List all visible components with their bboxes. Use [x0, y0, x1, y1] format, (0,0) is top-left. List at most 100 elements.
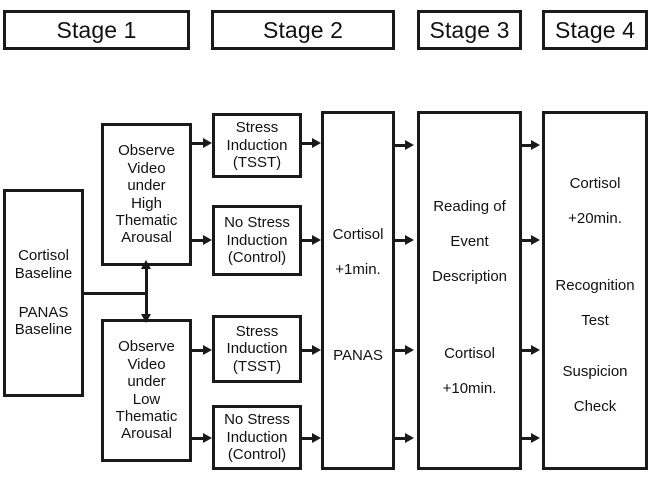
stage-header-2-label: Stage 2: [263, 16, 343, 43]
node-stage3-measures: Reading of Event Description Cortisol +1…: [417, 111, 522, 470]
arrow-stage2-to-stage3-row1-icon: [405, 140, 414, 150]
stage3-block1-line-1: Reading of: [433, 198, 506, 215]
stage2-block1-line-2: +1min.: [335, 260, 381, 278]
stage-header-2: Stage 2: [211, 10, 395, 50]
stage3-block1-line-2: Event: [450, 232, 489, 250]
observe-low-line-3: under: [127, 373, 166, 391]
observe-low-line-2: Video: [127, 355, 166, 373]
stage-header-1-label: Stage 1: [56, 16, 137, 43]
node-stage4-measures: Cortisol +20min. Recognition Test Suspic…: [542, 111, 648, 470]
stage4-block3-line-2: Check: [573, 397, 617, 415]
node-no-stress-induction-control-low: No Stress Induction (Control): [212, 405, 302, 470]
connector-stress-high-to-stage2: [302, 142, 315, 145]
stage-header-3: Stage 3: [417, 10, 522, 50]
connector-stage3-to-stage4-row1: [522, 144, 535, 147]
connector-observe-low-to-control: [192, 437, 206, 440]
stage2-measure-block-1: Cortisol +1min.: [324, 226, 392, 278]
stress-high-line-1: Stress: [235, 119, 279, 137]
stage4-block2-line-1: Recognition: [555, 277, 635, 294]
connector-control-high-to-stage2: [302, 239, 315, 242]
control-high-line-1: No Stress: [224, 214, 290, 232]
observe-high-line-2: Video: [127, 159, 166, 177]
observe-high-line-1: Observe: [118, 142, 175, 160]
connector-split-vertical: [145, 268, 148, 316]
stage4-block2-line-2: Test: [581, 311, 609, 329]
stage4-measure-block-1: Cortisol +20min.: [545, 175, 645, 227]
arrow-observe-low-to-stress-icon: [203, 345, 212, 355]
observe-high-line-6: Arousal: [121, 229, 172, 247]
stage-header-3-label: Stage 3: [429, 16, 510, 43]
stage3-block2-line-2: +10min.: [442, 379, 497, 397]
arrow-stage3-to-stage4-row2-icon: [531, 235, 540, 245]
connector-stage2-to-stage3-row2: [395, 239, 408, 242]
node-stress-induction-tsst-low: Stress Induction (TSST): [212, 315, 302, 383]
baseline-line-4: PANAS: [18, 304, 69, 321]
connector-stress-low-to-stage2: [302, 349, 315, 352]
control-low-line-3: (Control): [227, 446, 287, 464]
stage4-measure-block-3: Suspicion Check: [545, 363, 645, 415]
arrow-observe-high-to-stress-icon: [203, 138, 212, 148]
baseline-line-2: Baseline: [14, 264, 73, 282]
observe-high-line-3: under: [127, 177, 166, 195]
stage-header-4-label: Stage 4: [555, 16, 635, 43]
stage4-block3-line-1: Suspicion: [562, 363, 628, 380]
arrow-split-up-icon: [141, 260, 151, 269]
connector-observe-high-to-stress: [192, 142, 206, 145]
node-no-stress-induction-control-high: No Stress Induction (Control): [212, 205, 302, 276]
node-stress-induction-tsst-high: Stress Induction (TSST): [212, 113, 302, 178]
stage3-measure-block-1: Reading of Event Description: [420, 198, 519, 285]
stress-low-line-1: Stress: [235, 322, 279, 340]
observe-low-line-4: Low: [132, 390, 161, 408]
node-cortisol-panas-baseline: Cortisol Baseline PANAS Baseline: [3, 189, 84, 397]
node-observe-video-high-arousal: Observe Video under High Thematic Arousa…: [101, 123, 192, 266]
connector-observe-high-to-control: [192, 239, 206, 242]
arrow-stress-high-to-stage2-icon: [312, 138, 321, 148]
control-high-line-3: (Control): [227, 249, 287, 267]
stress-low-line-2: Induction: [226, 340, 288, 358]
node-stage2-measures: Cortisol +1min. PANAS: [321, 111, 395, 470]
connector-stage2-to-stage3-row1: [395, 144, 408, 147]
observe-high-line-4: High: [131, 194, 162, 212]
arrow-stage3-to-stage4-row3-icon: [531, 345, 540, 355]
arrow-control-high-to-stage2-icon: [312, 235, 321, 245]
observe-low-line-1: Observe: [118, 338, 175, 356]
arrow-stage2-to-stage3-row4-icon: [405, 433, 414, 443]
arrow-observe-high-to-control-icon: [203, 235, 212, 245]
arrow-split-down-icon: [141, 314, 151, 323]
connector-stage2-to-stage3-row3: [395, 349, 408, 352]
stage4-measure-block-2: Recognition Test: [545, 277, 645, 329]
arrow-observe-low-to-control-icon: [203, 433, 212, 443]
connector-stage2-to-stage3-row4: [395, 437, 408, 440]
connector-baseline-to-split: [84, 292, 148, 295]
stress-high-line-3: (TSST): [232, 154, 282, 172]
baseline-line-5: Baseline: [14, 321, 73, 339]
connector-control-low-to-stage2: [302, 437, 315, 440]
stage4-block1-line-1: Cortisol: [569, 175, 621, 192]
control-high-line-2: Induction: [226, 231, 288, 249]
node-observe-video-low-arousal: Observe Video under Low Thematic Arousal: [101, 319, 192, 462]
control-low-line-2: Induction: [226, 428, 288, 446]
observe-low-line-6: Arousal: [121, 425, 172, 443]
connector-stage3-to-stage4-row2: [522, 239, 535, 242]
arrow-stage2-to-stage3-row2-icon: [405, 235, 414, 245]
stage3-block1-line-3: Description: [431, 267, 508, 285]
observe-high-line-5: Thematic: [115, 211, 178, 229]
arrow-stage2-to-stage3-row3-icon: [405, 345, 414, 355]
stage2-measure-block-2: PANAS: [324, 347, 392, 364]
control-low-line-1: No Stress: [224, 411, 290, 429]
stage-header-1: Stage 1: [3, 10, 190, 50]
stress-low-line-3: (TSST): [232, 357, 282, 375]
connector-stage3-to-stage4-row3: [522, 349, 535, 352]
stage2-block2-line-1: PANAS: [333, 347, 383, 364]
arrow-stress-low-to-stage2-icon: [312, 345, 321, 355]
arrow-stage3-to-stage4-row1-icon: [531, 140, 540, 150]
baseline-line-1: Cortisol: [18, 247, 69, 265]
connector-observe-low-to-stress: [192, 349, 206, 352]
observe-low-line-5: Thematic: [115, 407, 178, 425]
stress-high-line-2: Induction: [226, 136, 288, 154]
arrow-control-low-to-stage2-icon: [312, 433, 321, 443]
arrow-stage3-to-stage4-row4-icon: [531, 433, 540, 443]
stage-header-4: Stage 4: [542, 10, 648, 50]
stage3-block2-line-1: Cortisol: [444, 345, 495, 362]
